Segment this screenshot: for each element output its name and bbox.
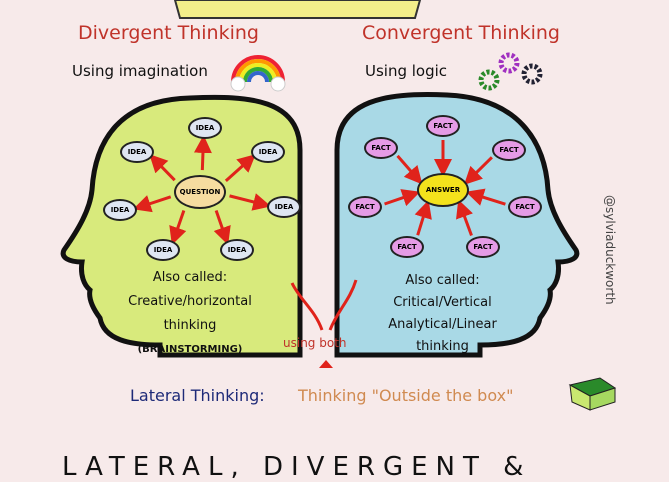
idea-node: IDEA [103,199,137,221]
desc-line: Creative/horizontal [128,294,252,309]
rainbow-icon [230,55,286,92]
arrow [465,188,506,206]
open-box-icon [568,377,617,411]
fact-node: FACT [466,236,500,258]
desc-line: thinking [163,318,217,333]
arrow [414,200,432,236]
fact-node: FACT [348,196,382,218]
also-called-label: Also called: [405,273,480,288]
arrow [149,154,176,182]
lateral-label: Lateral Thinking: [130,386,265,405]
credit: @sylviaduckworth [603,195,617,305]
arrow [169,210,187,246]
convergent-also-called: Also called: Critical/Vertical Analytica… [370,270,515,358]
arrow [463,156,493,185]
idea-node: IDEA [267,196,301,218]
desc-line: thinking [416,339,469,354]
arrow [229,193,272,211]
desc-line: Critical/Vertical [393,295,492,310]
divergent-subtitle: Using imagination [72,62,208,80]
arrow [384,189,421,207]
arrow [213,210,231,246]
convergent-subtitle: Using logic [365,62,448,80]
idea-node: IDEA [120,141,154,163]
fact-node: FACT [364,137,398,159]
fact-node: FACT [426,115,460,137]
gears-icon [478,52,543,91]
also-called-label: Also called: [152,270,228,285]
arrow [224,154,256,182]
using-both-label: using both [283,336,347,350]
fact-node: FACT [492,139,526,161]
desc-line: (BRAINSTORMING) [137,344,243,355]
arrow [193,134,212,171]
divergent-also-called: Also called: Creative/horizontal thinkin… [110,266,270,362]
up-arrow-small [319,360,333,368]
question-node: QUESTION [174,175,226,209]
up-arrows [290,279,358,331]
fact-node: FACT [390,236,424,258]
banner [173,0,422,19]
answer-node: ANSWER [417,173,469,207]
idea-node: IDEA [146,239,180,261]
idea-node: IDEA [251,141,285,163]
desc-line: Analytical/Linear [388,317,497,332]
arrow [456,199,473,237]
divergent-title: Divergent Thinking [78,22,259,44]
fact-node: FACT [508,196,542,218]
arrow [396,154,423,185]
bottom-heading: LATERAL, DIVERGENT & [62,452,532,482]
idea-node: IDEA [188,117,222,139]
arrow [132,195,172,213]
idea-node: IDEA [220,239,254,261]
convergent-title: Convergent Thinking [362,22,560,44]
lateral-desc: Thinking "Outside the box" [298,386,514,405]
